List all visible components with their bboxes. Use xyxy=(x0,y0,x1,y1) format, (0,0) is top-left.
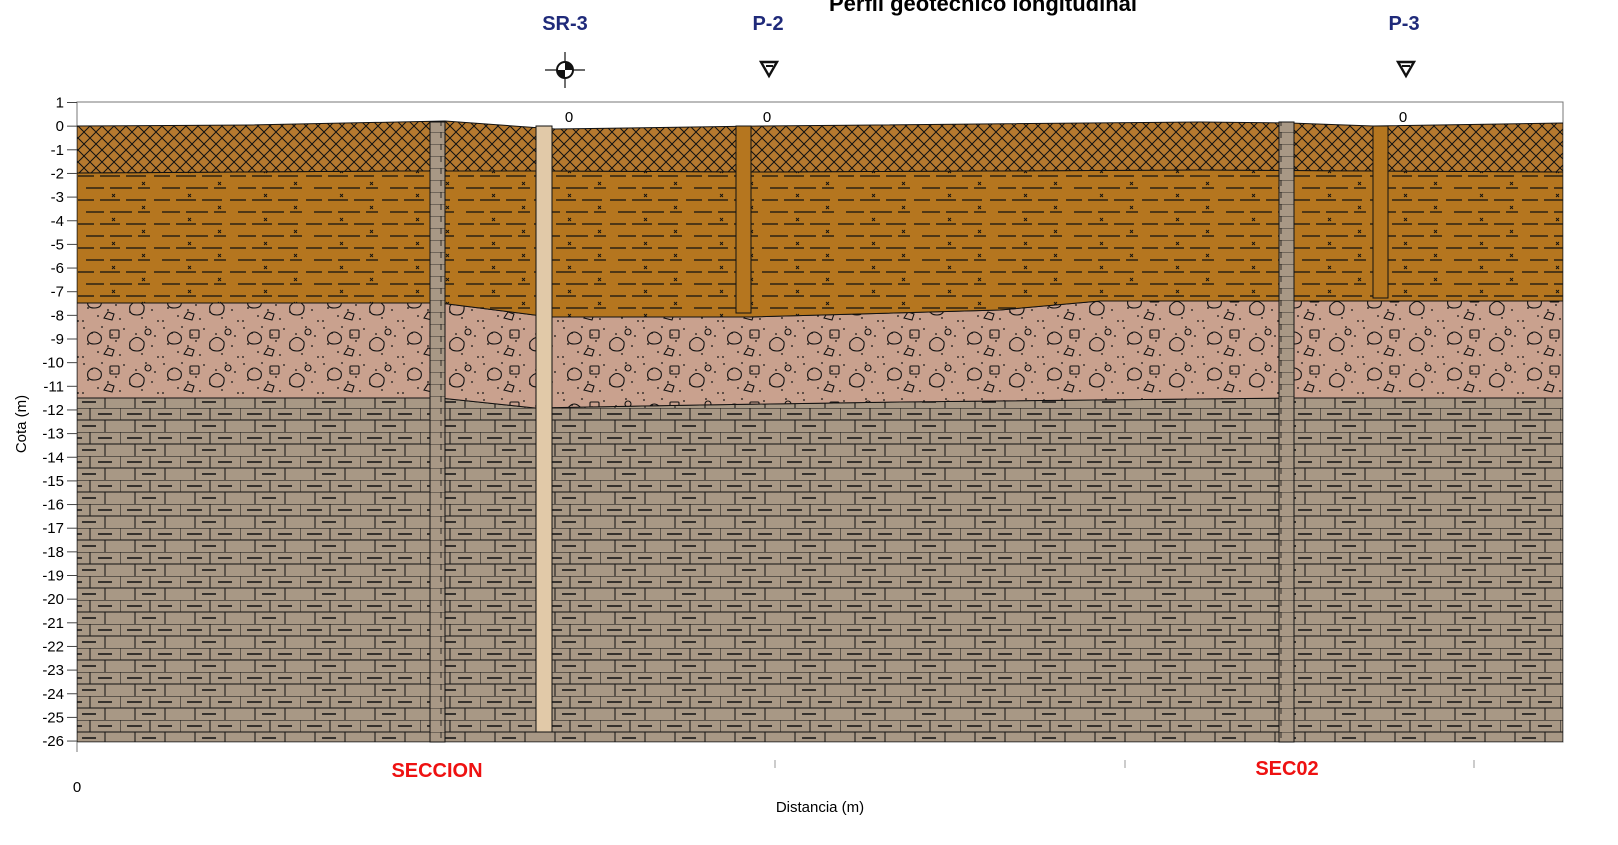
y-tick-label: -3 xyxy=(51,189,64,206)
water-level-icon xyxy=(758,60,780,79)
stratum-relleno xyxy=(77,120,1563,174)
x-tick-label: 0 xyxy=(73,779,81,796)
y-tick-label: -14 xyxy=(42,449,64,466)
borehole-label-p3: P-3 xyxy=(1388,13,1419,35)
stratum-grava-arenosa xyxy=(77,300,1563,409)
y-tick-label: -26 xyxy=(42,733,64,750)
y-axis-label: Cota (m) xyxy=(13,395,30,453)
borehole-top-label-sr3: 0 xyxy=(565,109,573,126)
section-label-seccion: SECCION xyxy=(391,760,482,782)
profile-title: Perfil geotécnico longitudinal xyxy=(829,0,1137,16)
borehole-top-label-p2: 0 xyxy=(763,109,771,126)
y-tick-label: -1 xyxy=(51,142,64,159)
borehole-label-p2: P-2 xyxy=(752,13,783,35)
y-tick-label: -13 xyxy=(42,426,64,443)
sondeo-icon xyxy=(545,52,585,88)
y-tick-label: -22 xyxy=(42,638,64,655)
strata xyxy=(77,120,1563,742)
y-tick-label: -9 xyxy=(51,331,64,348)
stratum-limo-arcilloso xyxy=(77,169,1563,318)
y-tick-label: -23 xyxy=(42,662,64,679)
borehole-column-p2 xyxy=(735,125,752,314)
y-tick-label: -20 xyxy=(42,591,64,608)
section-columns xyxy=(429,121,1389,743)
y-tick-label: -2 xyxy=(51,165,64,182)
section-column-sec02 xyxy=(1278,121,1295,743)
y-tick-label: -10 xyxy=(42,355,64,372)
y-tick-label: -17 xyxy=(42,520,64,537)
y-tick-label: -4 xyxy=(51,213,64,230)
y-tick-label: -11 xyxy=(43,378,64,395)
borehole-column-sr3 xyxy=(535,125,553,733)
stratum-roca-calcarea xyxy=(77,397,1563,742)
y-tick-label: -6 xyxy=(51,260,64,277)
x-axis: 0 Distancia (m) xyxy=(73,742,1475,816)
y-tick-label: -8 xyxy=(51,307,64,324)
x-axis-label: Distancia (m) xyxy=(776,799,864,816)
y-tick-label: -25 xyxy=(42,709,64,726)
y-tick-label: -21 xyxy=(42,615,64,632)
y-tick-label: -15 xyxy=(42,473,64,490)
y-tick-label: -18 xyxy=(42,544,64,561)
y-axis: 1 0 -1 -2 -3 -4 -5 -6 -7 -8 -9 -10 -11 -12 -13 -14 -15 -1… xyxy=(42,95,77,750)
water-level-icon xyxy=(1395,60,1417,79)
borehole-column-p3 xyxy=(1372,125,1389,299)
y-tick-label: -19 xyxy=(42,568,64,585)
y-tick-label: -5 xyxy=(51,236,64,253)
y-tick-label: -16 xyxy=(42,497,64,514)
borehole-label-sr3: SR-3 xyxy=(542,13,588,35)
y-tick-label: -7 xyxy=(51,284,64,301)
y-tick-label: -12 xyxy=(42,402,64,419)
y-tick-label: 1 xyxy=(56,95,64,112)
section-column-seccion xyxy=(429,121,446,743)
borehole-top-label-p3: 0 xyxy=(1399,109,1407,126)
y-tick-label: -24 xyxy=(42,686,64,703)
y-tick-label: 0 xyxy=(56,118,64,135)
section-label-sec02: SEC02 xyxy=(1255,758,1318,780)
